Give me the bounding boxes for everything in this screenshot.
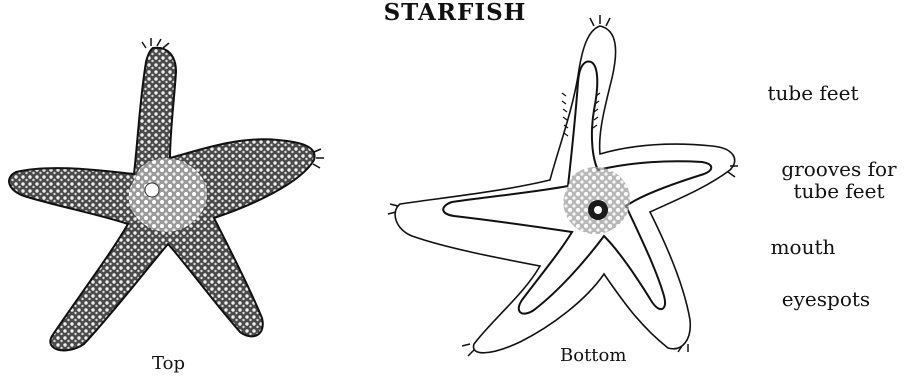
label-eyespots: eyespots (776, 288, 876, 310)
label-grooves-for-tube-feet: grooves for tube feet (768, 158, 910, 202)
madreporite (145, 183, 159, 197)
bottom-view-outline (395, 26, 735, 353)
bottom-view-caption: Bottom (560, 346, 626, 366)
top-view-caption: Top (152, 354, 185, 374)
label-tube-feet: tube feet (738, 82, 888, 104)
top-arm-tip-spines (142, 38, 169, 48)
mouth-center (594, 206, 602, 214)
starfish-bottom-view (388, 15, 738, 356)
label-mouth: mouth (768, 236, 838, 258)
starfish-top-view (9, 38, 324, 350)
